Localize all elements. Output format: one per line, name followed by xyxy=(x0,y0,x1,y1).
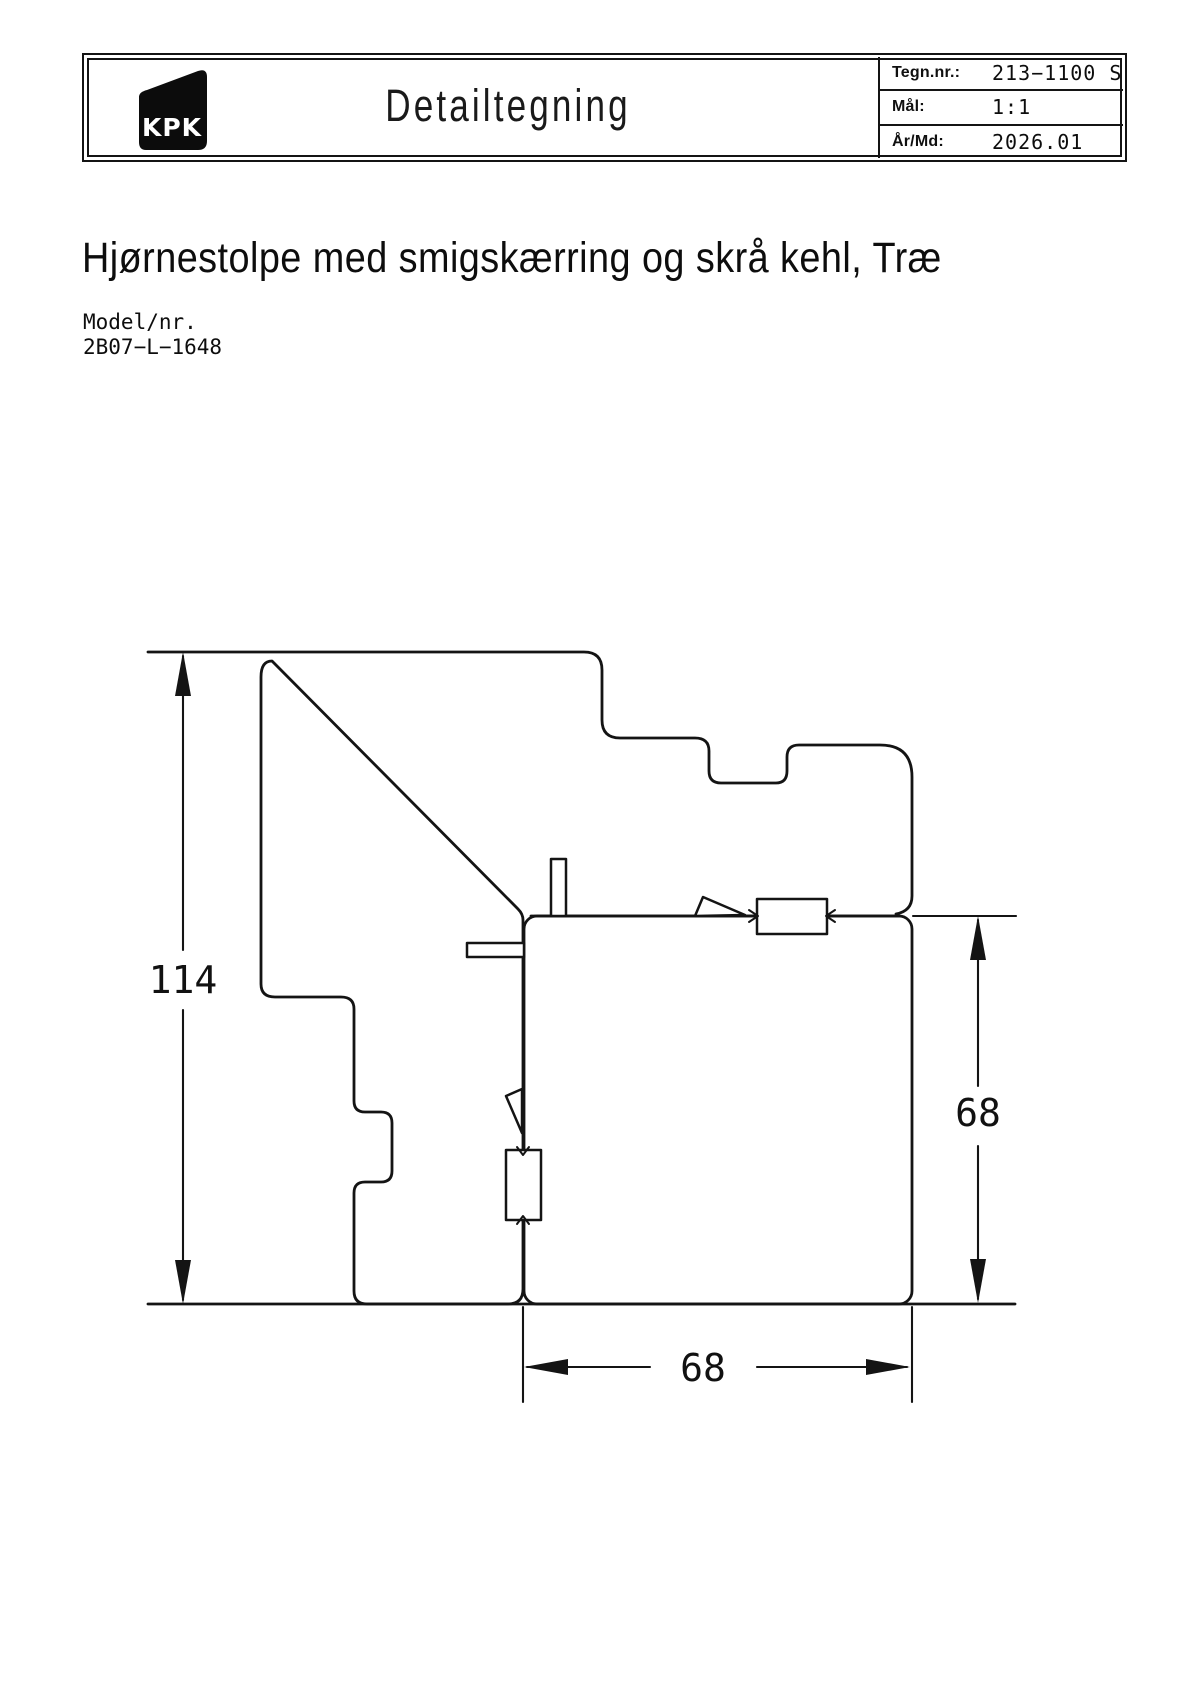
page-title: Hjørnestolpe med smigskærring og skrå ke… xyxy=(82,234,942,282)
kpk-logo-text: KPK xyxy=(142,113,203,142)
title-block-inner-border xyxy=(87,58,1122,157)
kpk-logo: KPK xyxy=(139,70,207,150)
drawing-number-label: Tegn.nr.: xyxy=(892,64,961,82)
model-number-block: Model/nr. 2B07−L−1648 xyxy=(83,310,222,360)
scale-value: 1:1 xyxy=(992,95,1032,120)
frame-profile xyxy=(146,650,914,916)
table-row-drawing-number: Tegn.nr.: 213−1100 S xyxy=(880,57,1123,92)
date-value: 2026.01 xyxy=(992,129,1084,154)
table-row-scale: Mål: 1:1 xyxy=(880,91,1123,126)
packer-block-top xyxy=(755,897,829,936)
dimension-arrows xyxy=(175,652,986,1375)
date-label: År/Md: xyxy=(892,132,944,150)
corner-post-profile xyxy=(259,659,525,1306)
scale-label: Mål: xyxy=(892,98,925,116)
dimension-text-sash-height: 68 xyxy=(955,1091,1001,1135)
document-type-title: Detailtegning xyxy=(385,79,631,131)
table-row-date: År/Md: 2026.01 xyxy=(880,126,1123,158)
title-block-table: Tegn.nr.: 213−1100 S Mål: 1:1 År/Md: 202… xyxy=(878,57,1123,158)
drawing-number-value: 213−1100 S xyxy=(992,61,1123,86)
sealant-wedge-left xyxy=(504,1087,524,1135)
dimension-text-sash-width: 68 xyxy=(680,1346,726,1390)
side-bead-bar xyxy=(465,941,526,959)
line-break-marks xyxy=(516,909,836,1225)
sealant-wedge-top xyxy=(693,895,747,918)
glazing-bead-bar xyxy=(549,857,568,918)
model-label: Model/nr. xyxy=(83,310,197,334)
model-number: 2B07−L−1648 xyxy=(83,335,223,359)
title-block-header: KPK Detailtegning Tegn.nr.: 213−1100 S M… xyxy=(82,53,1127,162)
dimension-text-total-height: 114 xyxy=(149,958,218,1002)
packer-block-left xyxy=(504,1148,543,1222)
sash-profile xyxy=(522,914,914,1306)
kpk-logo-shape xyxy=(139,70,207,150)
